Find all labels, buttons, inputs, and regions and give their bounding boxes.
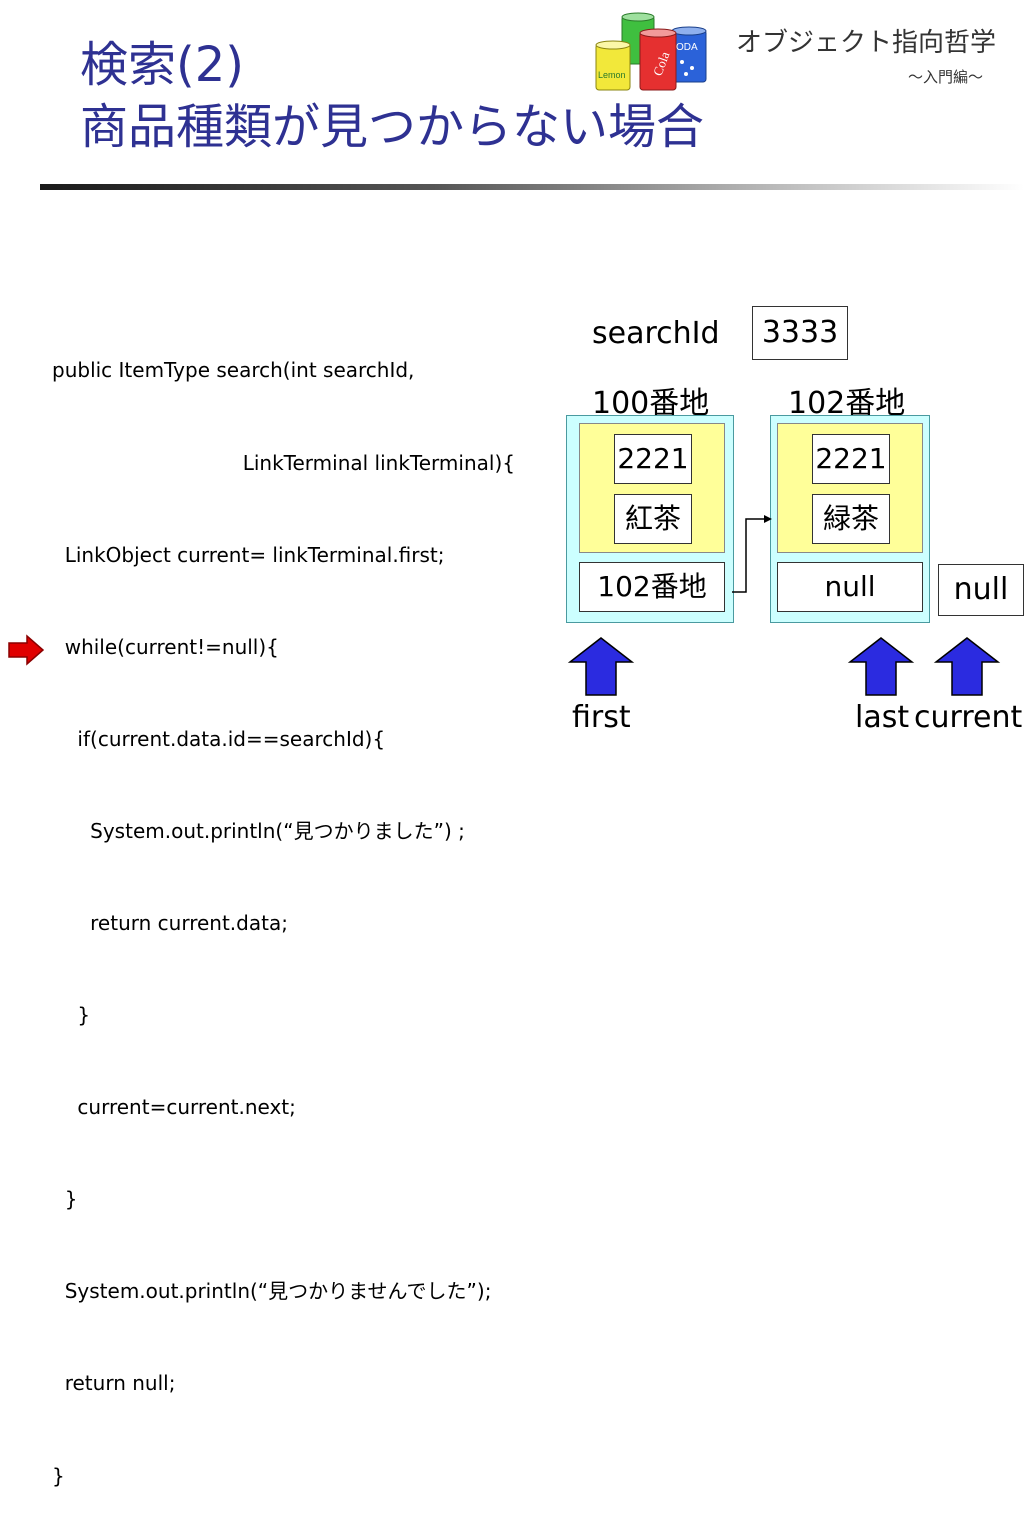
brand-name: オブジェクト指向哲学 bbox=[736, 28, 997, 58]
search-id-label: searchId bbox=[592, 316, 720, 351]
node-2-id: 2221 bbox=[812, 434, 890, 484]
code-line: } bbox=[52, 1003, 91, 1028]
brand-subtitle: ～入門編～ bbox=[908, 68, 984, 86]
next-link-arrowhead-icon bbox=[764, 515, 772, 523]
title-line-2: 商品種類が見つからない場合 bbox=[80, 99, 705, 155]
code-line: } bbox=[52, 1187, 78, 1212]
soda-cans-logo-icon: ODA Lemon Cola bbox=[595, 12, 707, 91]
node-1-id: 2221 bbox=[614, 434, 692, 484]
node-2-name: 緑茶 bbox=[812, 494, 890, 544]
code-line: return current.data; bbox=[52, 910, 288, 935]
can-label-lemon: Lemon bbox=[598, 70, 626, 80]
current-pointer-arrow-icon bbox=[933, 637, 1001, 696]
search-id-value: 3333 bbox=[752, 306, 848, 360]
code-line: System.out.println(“見つかりませんでした”); bbox=[52, 1279, 492, 1304]
first-pointer-label: first bbox=[572, 700, 631, 735]
code-line-current: return null; bbox=[52, 1371, 176, 1396]
node-1-next: 102番地 bbox=[579, 562, 725, 612]
can-label-oda: ODA bbox=[676, 42, 698, 53]
node-1: 2221 紅茶 102番地 bbox=[566, 415, 734, 623]
current-value: null bbox=[938, 564, 1024, 616]
diagram-arrows bbox=[567, 515, 1001, 696]
current-line-arrow-icon bbox=[8, 634, 44, 666]
node-1-name: 紅茶 bbox=[614, 494, 692, 544]
title-line-1: 検索(2) bbox=[80, 37, 244, 93]
last-pointer-arrow-icon bbox=[847, 637, 915, 696]
code-line: public ItemType search(int searchId, bbox=[52, 358, 415, 383]
code-line: if(current.data.id==searchId){ bbox=[52, 726, 386, 751]
code-line: current=current.next; bbox=[52, 1095, 296, 1120]
current-pointer-label: current bbox=[914, 700, 1023, 735]
next-link-arrow bbox=[732, 518, 766, 593]
first-pointer-arrow-icon bbox=[567, 637, 635, 696]
node-2-data: 2221 緑茶 bbox=[777, 423, 923, 553]
code-line: LinkObject current= linkTerminal.first; bbox=[52, 542, 445, 567]
node-1-data: 2221 紅茶 bbox=[579, 423, 725, 553]
node-2: 2221 緑茶 null bbox=[770, 415, 930, 623]
code-line: LinkTerminal linkTerminal){ bbox=[52, 450, 515, 475]
title-underline bbox=[40, 184, 1024, 190]
node-2-next: null bbox=[777, 562, 923, 612]
code-line: while(current!=null){ bbox=[52, 634, 279, 659]
code-line: } bbox=[52, 1463, 65, 1488]
code-line: System.out.println(“見つかりました”) ; bbox=[52, 818, 465, 843]
page-title: 検索(2) 商品種類が見つからない場合 bbox=[80, 34, 704, 158]
last-pointer-label: last bbox=[855, 700, 910, 735]
